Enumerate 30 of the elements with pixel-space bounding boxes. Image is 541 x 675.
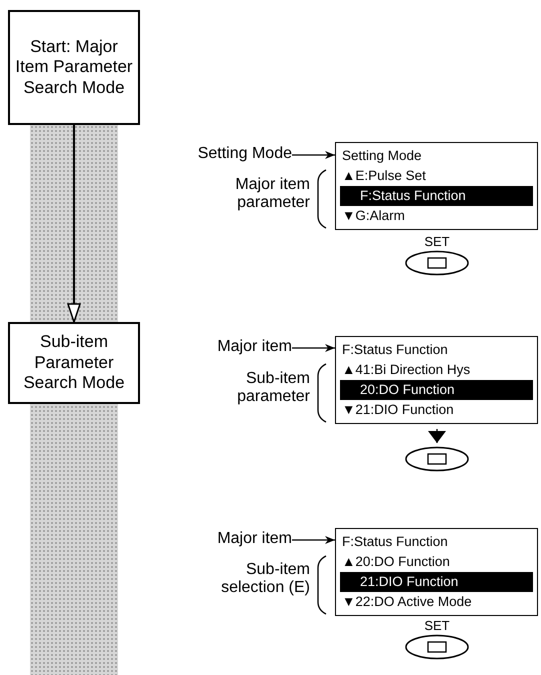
arrow [428, 429, 446, 443]
highlighted-menu-item: 20:DO Function [340, 380, 533, 400]
menu-item: ▲41:Bi Direction Hys [341, 361, 472, 379]
mode-box: Sub-item Parameter Search Mode [8, 322, 140, 404]
callout-text: Sub-item selection (E) [220, 561, 310, 598]
callout-text: Sub-item parameter [236, 370, 310, 407]
callout-text: Setting Mode [168, 145, 292, 165]
screen-heading: F:Status Function [341, 341, 449, 359]
highlighted-menu-item: F:Status Function [340, 186, 533, 206]
lcd-screen [335, 336, 538, 424]
lcd-screen [335, 142, 538, 230]
mode-box: Start: Major Item Parameter Search Mode [8, 10, 140, 125]
push-button: SET [400, 234, 474, 278]
arrow [67, 125, 81, 323]
screen-heading: Setting Mode [341, 147, 423, 165]
menu-item: ▼21:DIO Function [341, 401, 455, 419]
menu-item: ▼22:DO Active Mode [341, 593, 473, 611]
screen-heading: F:Status Function [341, 533, 449, 551]
lcd-screen [335, 528, 538, 616]
menu-item: ▲E:Pulse Set [341, 167, 427, 185]
arrow [292, 344, 335, 352]
arrow [292, 536, 335, 544]
callout-text: Major item [168, 530, 292, 550]
push-button: SET [400, 618, 474, 662]
callout-text: Major item [168, 338, 292, 358]
callout-text: Major item parameter [234, 176, 310, 213]
highlighted-menu-item: 21:DIO Function [340, 572, 533, 592]
arrow [292, 151, 335, 159]
menu-item: ▼G:Alarm [341, 207, 406, 225]
menu-item: ▲20:DO Function [341, 553, 451, 571]
